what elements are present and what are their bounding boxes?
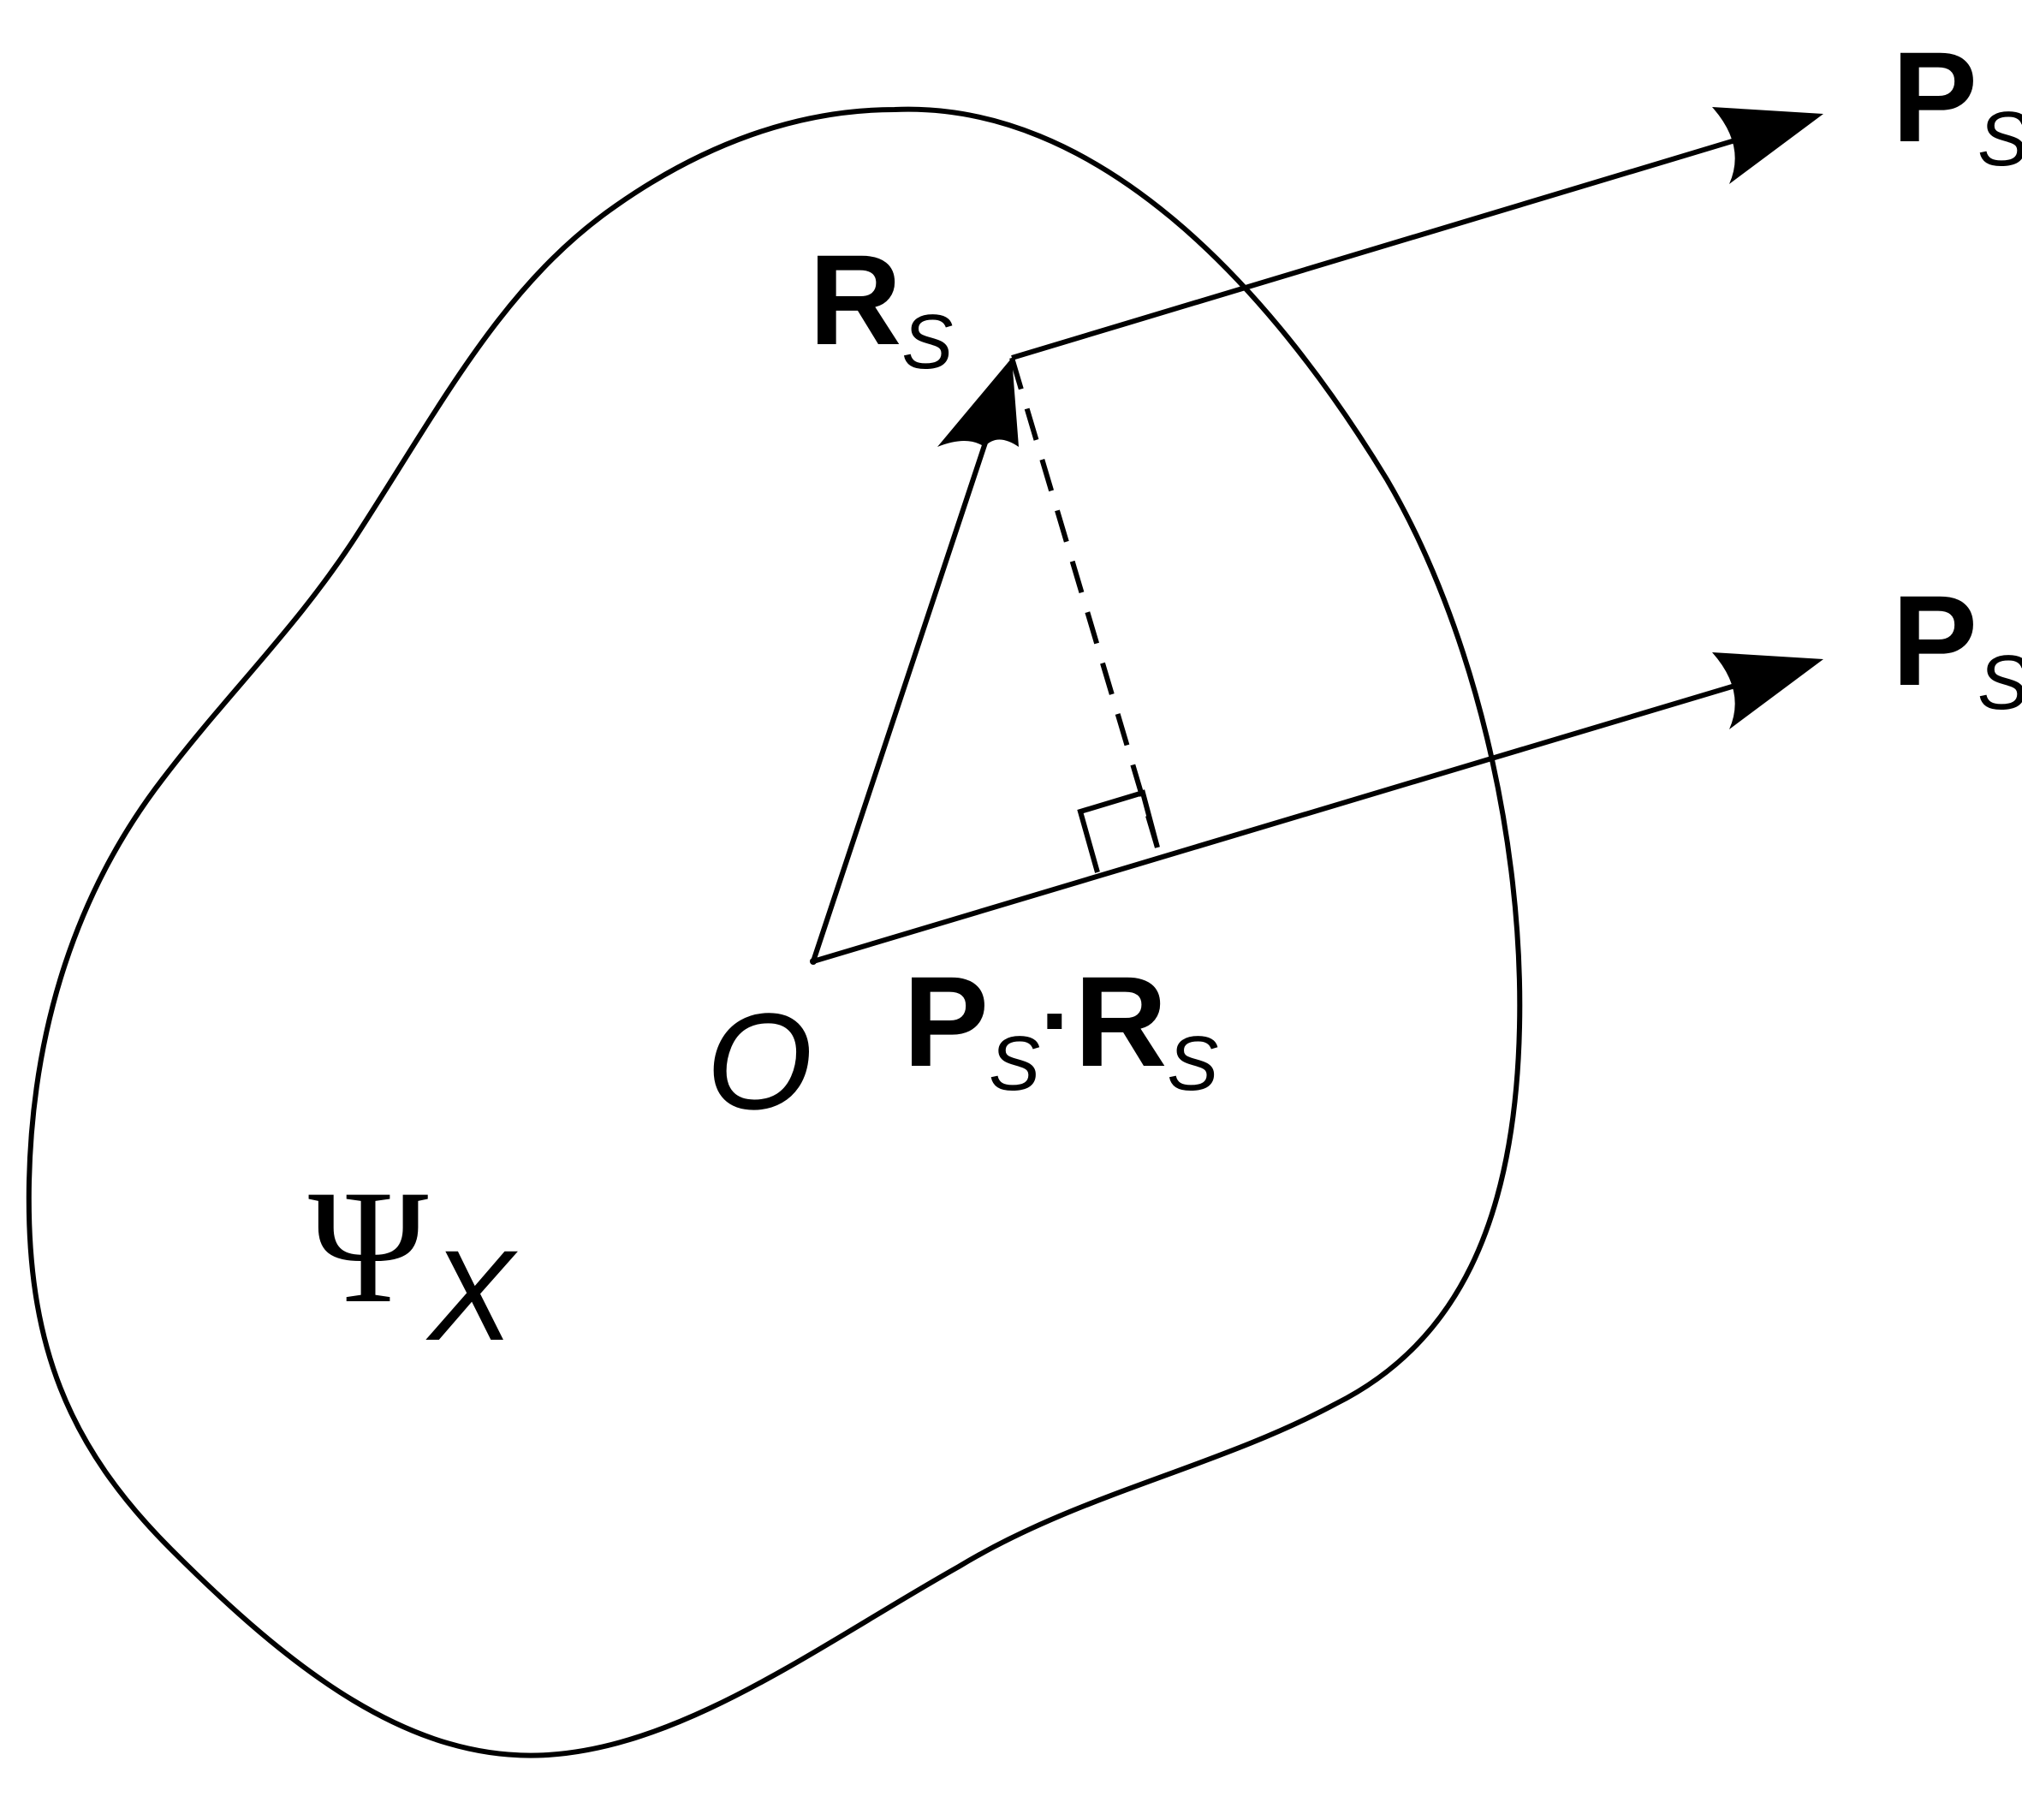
label-region: ΨX	[308, 1157, 518, 1367]
p-upper-line	[1011, 137, 1739, 360]
r-vector-line	[811, 419, 996, 962]
label-r: RS	[809, 228, 953, 385]
right-angle-marker	[1077, 789, 1160, 873]
label-dot-product: PS·RS	[903, 949, 1218, 1107]
p-lower-line	[812, 682, 1739, 964]
label-p-lower: PS	[1892, 568, 2022, 726]
origin-point	[810, 958, 817, 965]
p-upper-arrowhead	[1712, 107, 1823, 184]
label-p-upper: PS	[1892, 25, 2022, 182]
label-origin: O	[706, 984, 812, 1138]
projection-dashed-line	[1009, 357, 1160, 848]
r-arrowhead	[937, 358, 1019, 447]
region-boundary	[26, 106, 1523, 1758]
p-lower-arrowhead	[1712, 652, 1823, 729]
